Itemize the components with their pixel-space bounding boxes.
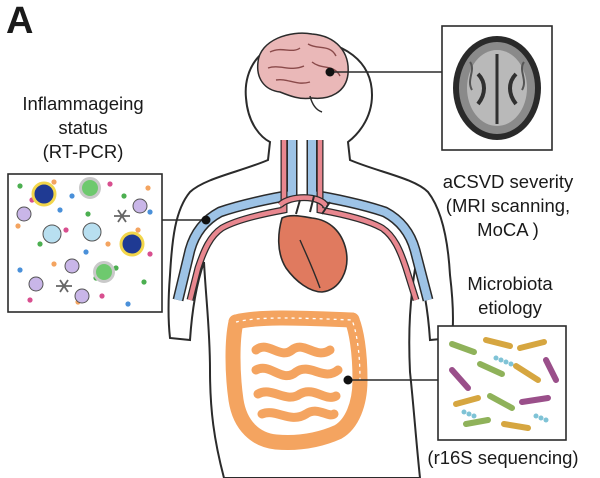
inflammaging-line-2: status: [58, 117, 108, 138]
panel-label: A: [6, 0, 34, 42]
inflammaging-line-3: (RT-PCR): [42, 141, 124, 162]
microbiota-line-1: Microbiota: [467, 273, 553, 294]
inflammaging-title: Inflammageing status (RT-PCR): [8, 92, 158, 164]
blood-cells-inset: [7, 173, 163, 313]
inflammaging-line-1: Inflammageing: [22, 93, 144, 114]
vessel-network: [172, 140, 434, 302]
platelet-group: [56, 209, 130, 293]
csvd-title: aCSVD severity (MRI scanning, MoCA ): [418, 170, 598, 242]
microbiota-title: Microbiota etiology: [430, 272, 590, 320]
csvd-line-3: MoCA ): [477, 219, 539, 240]
connector-lines: [162, 71, 442, 381]
blue-cell-group: [31, 181, 145, 257]
microbiota-method: (r16S sequencing): [427, 447, 579, 468]
microbiota-line-2: etiology: [478, 297, 542, 318]
brain-icon: [256, 32, 349, 113]
mri-inset: [441, 25, 553, 151]
heart-icon: [277, 195, 348, 293]
intestine-icon: [225, 310, 368, 450]
lymphocyte-group: [16, 198, 148, 304]
connector-dots: [201, 67, 353, 385]
csvd-line-1: aCSVD severity: [442, 171, 574, 192]
bacteria-inset: [437, 325, 567, 441]
csvd-line-2: (MRI scanning,: [445, 195, 571, 216]
monocyte-group: [42, 222, 102, 244]
green-cell-group: [79, 177, 115, 283]
